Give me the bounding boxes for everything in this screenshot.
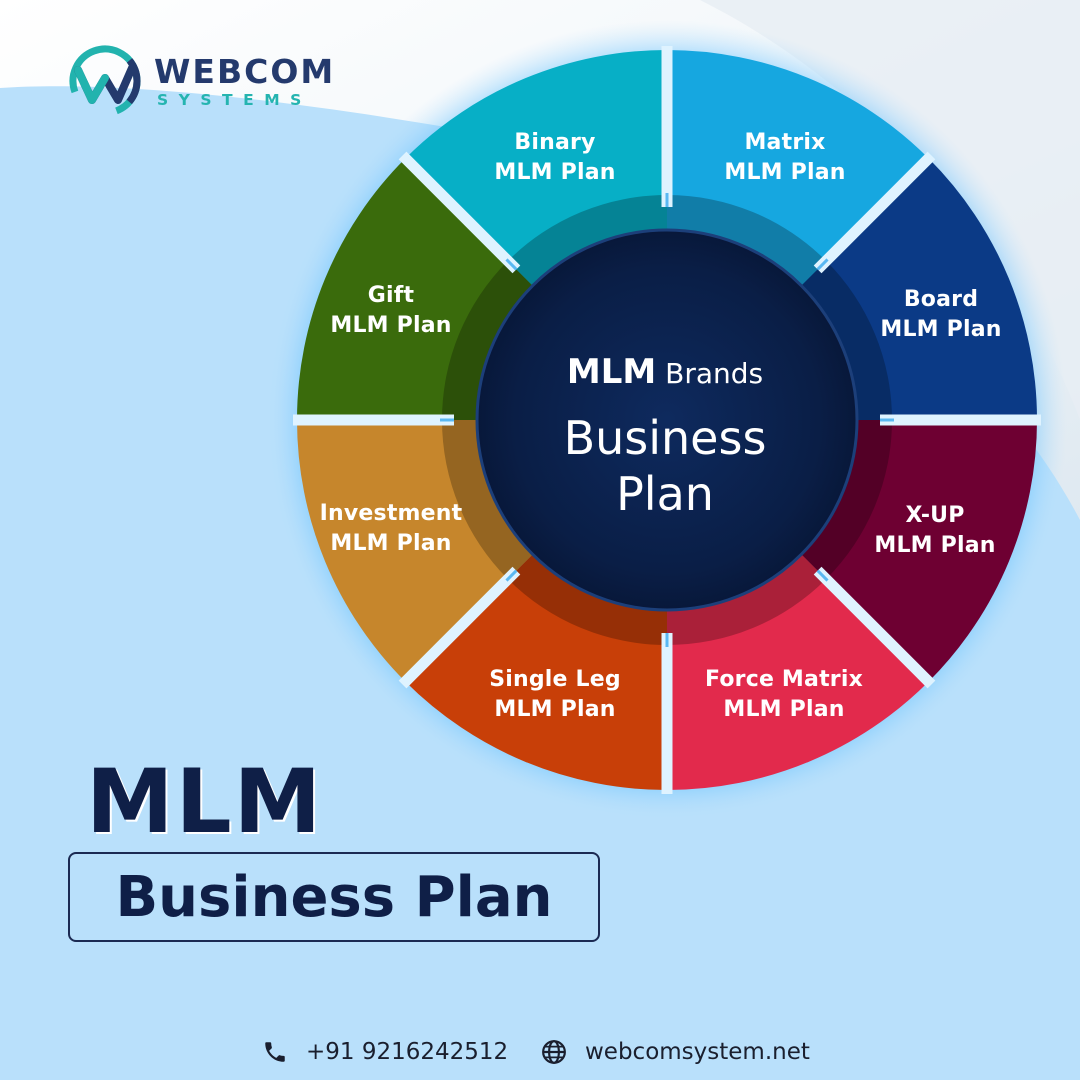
segment-line2: MLM Plan: [880, 317, 1002, 342]
webcom-w-logo-icon: [69, 45, 141, 117]
segment-line2: MLM Plan: [330, 313, 452, 338]
center-emphasis: MLM: [566, 352, 657, 392]
wheel-center-disc: [475, 228, 859, 612]
segment-label-matrix[interactable]: Matrix MLM Plan: [685, 128, 885, 188]
wheel-segment-inner-band: [667, 195, 827, 286]
wheel-segment-inner-band: [442, 420, 533, 580]
wheel-divider: [813, 566, 936, 689]
wheel-segment-inner-band: [801, 420, 892, 580]
segment-label-gift[interactable]: Gift MLM Plan: [291, 281, 491, 341]
segment-line2: MLM Plan: [330, 531, 452, 556]
segment-line1: X-UP: [905, 503, 965, 528]
segment-line2: MLM Plan: [724, 160, 846, 185]
globe-icon: [542, 1040, 566, 1064]
brand-subtitle: SYSTEMS: [157, 91, 312, 109]
center-title-line2: Plan: [616, 467, 714, 521]
segment-line2: MLM Plan: [874, 533, 996, 558]
wheel-divider: [398, 151, 521, 274]
phone-number: +91 9216242512: [306, 1039, 509, 1065]
wheel-divider: [813, 151, 936, 274]
segment-line1: Investment: [319, 501, 463, 526]
center-title-line1: Business: [563, 411, 767, 465]
segment-line1: Board: [903, 287, 979, 312]
headline-title: MLM: [86, 750, 324, 853]
segment-line1: Single Leg: [489, 667, 621, 692]
segment-label-xup[interactable]: X-UP MLM Plan: [835, 501, 1035, 561]
phone-icon: [265, 1042, 285, 1062]
segment-line1: Gift: [367, 283, 415, 308]
brand-logo[interactable]: WEBCOM SYSTEMS: [66, 42, 333, 122]
brand-name: WEBCOM: [154, 52, 336, 91]
wheel-segment-inner-band: [507, 195, 667, 286]
wheel-segment-inner-band: [507, 554, 667, 645]
contact-website[interactable]: webcomsystem.net: [541, 1032, 810, 1072]
wheel-segment-inner-band: [801, 260, 892, 420]
wheel-divider: [398, 566, 521, 689]
website-url: webcomsystem.net: [585, 1039, 810, 1065]
segment-label-single-leg[interactable]: Single Leg MLM Plan: [455, 665, 655, 725]
segment-label-investment[interactable]: Investment MLM Plan: [291, 499, 491, 559]
wheel-segment-inner-band: [667, 554, 827, 645]
center-small: Brands: [665, 357, 764, 390]
center-brand-line: MLM Brands: [500, 352, 830, 392]
headline-subtitle-box: Business Plan: [68, 852, 600, 942]
segment-label-binary[interactable]: Binary MLM Plan: [455, 128, 655, 188]
segment-line1: Binary: [514, 130, 596, 155]
segment-line1: Force Matrix: [705, 667, 863, 692]
segment-line2: MLM Plan: [494, 697, 616, 722]
contact-phone[interactable]: +91 9216242512: [262, 1032, 508, 1072]
segment-label-force-matrix[interactable]: Force Matrix MLM Plan: [684, 665, 884, 725]
segment-label-board[interactable]: Board MLM Plan: [841, 285, 1041, 345]
wheel-segment-inner-band: [442, 260, 533, 420]
center-title: Business Plan: [500, 410, 830, 522]
segment-line2: MLM Plan: [494, 160, 616, 185]
segment-line2: MLM Plan: [723, 697, 845, 722]
headline-subtitle: Business Plan: [115, 865, 553, 930]
segment-line1: Matrix: [744, 130, 826, 155]
